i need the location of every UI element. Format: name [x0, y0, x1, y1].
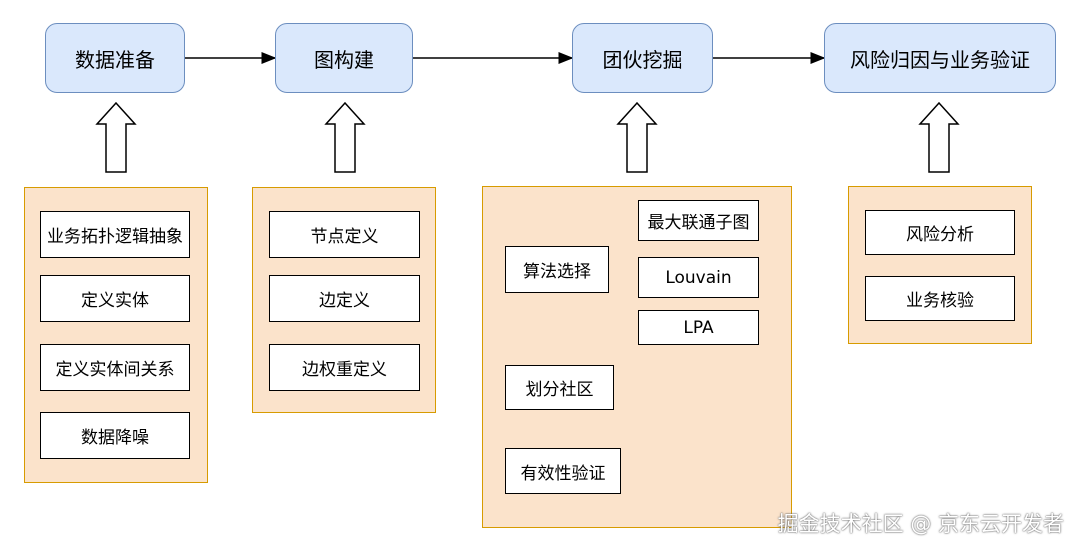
item-label: LPA	[683, 317, 714, 338]
item-business-verification: 业务核验	[865, 276, 1015, 321]
item-label: 定义实体	[81, 291, 149, 311]
stage-graph-construction: 图构建	[275, 23, 413, 93]
item-label: 业务核验	[906, 291, 974, 311]
item-label: 业务拓扑逻辑抽象	[47, 227, 183, 247]
item-label: 风险分析	[906, 225, 974, 245]
item-denoise: 数据降噪	[40, 412, 190, 459]
up-arrow-3	[616, 101, 658, 173]
item-label: 节点定义	[310, 227, 379, 247]
item-label: 最大联通子图	[647, 213, 750, 233]
item-risk-analysis: 风险分析	[865, 210, 1015, 255]
item-label: 算法选择	[523, 262, 591, 282]
stage-label: 团伙挖掘	[602, 47, 683, 72]
item-algo-max-connected-subgraph: 最大联通子图	[638, 200, 759, 241]
item-edge-definition: 边定义	[269, 275, 420, 322]
up-arrow-2	[324, 101, 366, 173]
item-label: 定义实体间关系	[55, 360, 175, 380]
item-define-relations: 定义实体间关系	[40, 344, 190, 391]
item-edge-weight-definition: 边权重定义	[269, 344, 420, 391]
stage-label: 图构建	[314, 47, 374, 72]
item-algo-louvain: Louvain	[638, 257, 759, 298]
stage-label: 风险归因与业务验证	[850, 47, 1030, 72]
stage-data-preparation: 数据准备	[45, 23, 185, 93]
item-node-definition: 节点定义	[269, 211, 420, 258]
up-arrow-4	[918, 101, 960, 173]
item-algorithm-selection: 算法选择	[505, 246, 609, 293]
item-topology-abstraction: 业务拓扑逻辑抽象	[40, 211, 190, 258]
item-label: 划分社区	[525, 380, 594, 400]
stage-group-mining: 团伙挖掘	[572, 23, 713, 93]
stage-risk-attribution: 风险归因与业务验证	[824, 23, 1056, 93]
item-algo-lpa: LPA	[638, 310, 759, 345]
item-label: 边权重定义	[302, 360, 387, 380]
item-validity-verification: 有效性验证	[505, 448, 621, 494]
watermark: 掘金技术社区 @ 京东云开发者	[777, 512, 1064, 536]
item-label: 边定义	[319, 291, 370, 311]
item-define-entity: 定义实体	[40, 275, 190, 322]
item-label: Louvain	[665, 267, 732, 288]
item-community-partition: 划分社区	[505, 365, 614, 410]
up-arrow-1	[95, 101, 137, 173]
item-label: 数据降噪	[81, 428, 149, 448]
stage-label: 数据准备	[75, 47, 155, 72]
item-label: 有效性验证	[520, 463, 606, 484]
